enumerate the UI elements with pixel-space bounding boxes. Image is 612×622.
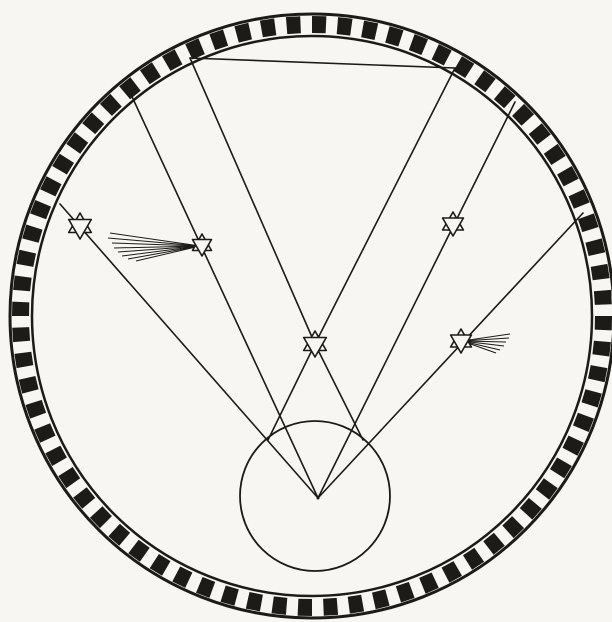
ring-block <box>14 352 33 368</box>
ring-block <box>323 598 338 616</box>
left-comet <box>108 233 200 261</box>
right-comet-star <box>451 329 472 353</box>
ring-block <box>209 30 228 51</box>
ring-block <box>595 316 612 330</box>
ring-block <box>385 26 403 46</box>
ring-block <box>592 341 611 357</box>
ring-block <box>594 290 612 305</box>
stars <box>69 212 472 357</box>
center-vertex <box>317 497 320 500</box>
ring-block <box>26 400 47 419</box>
ring-block <box>246 592 263 611</box>
outer-ring-inner-edge <box>32 36 592 596</box>
ring-block <box>298 599 312 616</box>
ring-block <box>260 18 276 37</box>
ring-block <box>396 582 415 603</box>
sight-lines <box>60 58 583 498</box>
ring-block <box>286 16 301 34</box>
ring-block <box>234 23 252 43</box>
outer-ring <box>10 14 612 618</box>
ring-block <box>312 16 326 33</box>
observer-circle <box>240 421 390 571</box>
ring-block <box>12 327 30 342</box>
line-center-to-right <box>318 213 583 498</box>
triangle-top-edge <box>190 58 455 68</box>
line-center-to-top-left <box>128 88 318 498</box>
ring-block <box>582 389 602 407</box>
ring-blocks <box>12 16 612 616</box>
ring-block <box>591 264 610 280</box>
ring-block <box>372 589 390 609</box>
ring-block <box>585 238 605 256</box>
ring-block <box>337 17 353 35</box>
ring-block <box>12 302 29 316</box>
triangle-right-edge <box>315 68 455 344</box>
triangle-left-edge <box>190 58 315 344</box>
central-star <box>304 331 327 357</box>
ring-block <box>22 225 42 243</box>
ring-block <box>19 376 39 394</box>
ring-block <box>588 365 607 382</box>
line-center-to-upper-right <box>318 102 515 498</box>
left-comet-star <box>193 234 212 256</box>
ring-block <box>13 276 32 292</box>
ring-block <box>361 21 378 40</box>
upper-right-star <box>443 212 464 236</box>
ring-block <box>17 250 36 267</box>
ring-block <box>348 595 364 614</box>
ring-block <box>221 586 239 606</box>
ring-block <box>272 596 288 615</box>
